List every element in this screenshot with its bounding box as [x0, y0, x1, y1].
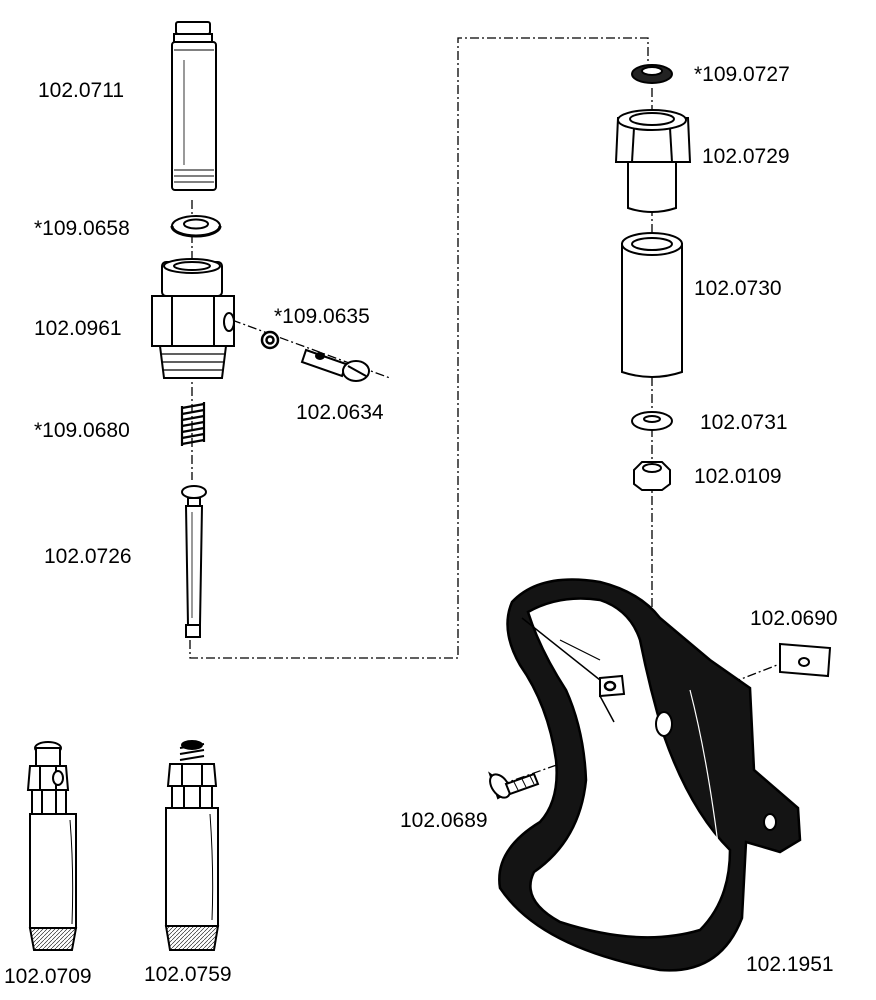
stem-102-0726: [181, 485, 207, 638]
label-109-0680: *109.0680: [34, 419, 130, 442]
label-102-0961: 102.0961: [34, 317, 122, 340]
seal-109-0727: [631, 64, 673, 84]
bowl-102-1951: [498, 578, 802, 972]
label-109-0727: *109.0727: [694, 63, 790, 86]
assembly-102-0759: [164, 740, 220, 951]
washer-102-0731: [631, 411, 673, 431]
label-102-0729: 102.0729: [702, 145, 790, 168]
tube-102-0711: [171, 21, 217, 191]
screw-102-0689: [488, 771, 540, 800]
label-102-0731: 102.0731: [700, 411, 788, 434]
cap-102-0729: [614, 109, 692, 213]
hex-body-102-0961: [151, 258, 235, 379]
clip-102-0690: [779, 642, 832, 678]
label-102-1951: 102.1951: [746, 953, 834, 976]
label-102-0690: 102.0690: [750, 607, 838, 630]
oring-109-0635: [260, 330, 280, 350]
nut-102-0109: [633, 461, 671, 491]
bypass-connector-line: [189, 37, 649, 659]
label-109-0635: *109.0635: [274, 305, 370, 328]
label-102-0634: 102.0634: [296, 401, 384, 424]
washer-109-0658: [170, 215, 222, 238]
label-102-0711: 102.0711: [38, 79, 125, 102]
pin-102-0634: [300, 348, 370, 382]
spring-109-0680: [180, 402, 206, 446]
label-102-0709: 102.0709: [4, 965, 92, 988]
label-102-0689: 102.0689: [400, 809, 488, 832]
sleeve-102-0730: [621, 232, 683, 378]
label-102-0726: 102.0726: [44, 545, 132, 568]
label-102-0109: 102.0109: [694, 465, 782, 488]
clip-axis: [699, 659, 791, 696]
label-109-0658: *109.0658: [34, 217, 130, 240]
label-102-0730: 102.0730: [694, 277, 782, 300]
label-102-0759: 102.0759: [144, 963, 232, 986]
assembly-102-0709: [26, 741, 78, 951]
